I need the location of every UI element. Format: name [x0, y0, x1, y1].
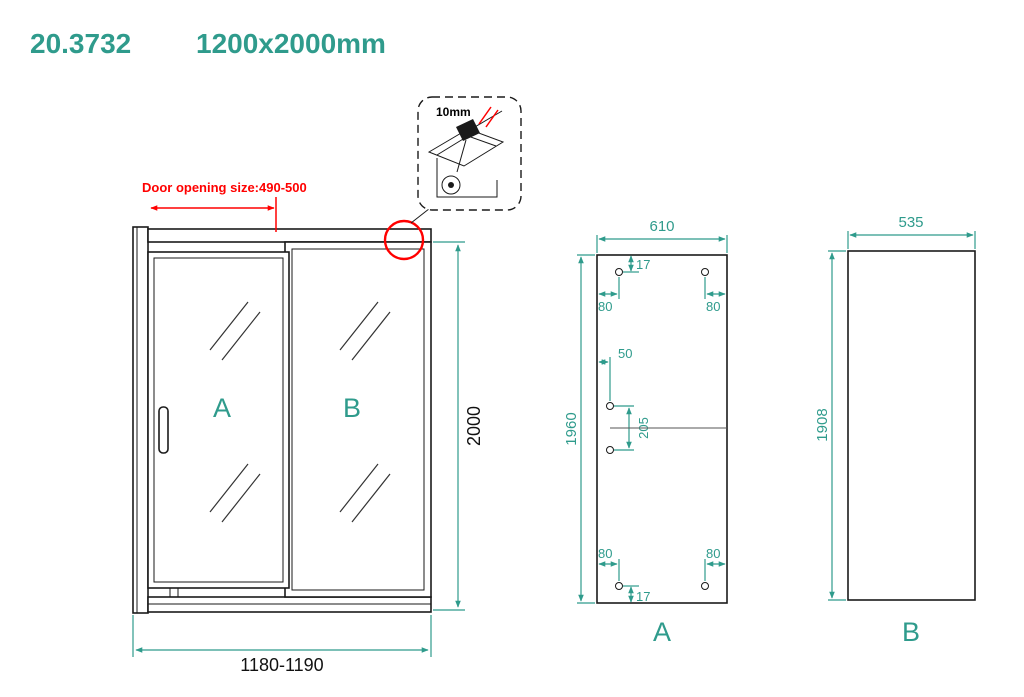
panel-a-view-label: A	[653, 617, 671, 647]
front-height-dimension-group: 2000	[433, 241, 484, 611]
hole-top-right	[701, 268, 709, 276]
panel-a-hole-top-right-inset: 80	[706, 299, 720, 314]
panel-b-view-label: B	[902, 617, 920, 647]
hole-bottom-left	[615, 582, 623, 590]
front-height-dimension: 2000	[464, 406, 484, 446]
panel-a-hole-mid-inset: 50	[618, 346, 632, 361]
front-width-dimension-group: 1180-1190	[132, 615, 432, 675]
overall-size: 1200x2000mm	[196, 28, 386, 59]
door-opening-dimension: Door opening size:490-500	[142, 180, 307, 232]
detail-highlight-circle	[383, 219, 425, 261]
panel-a-hole-top-left-inset: 80	[598, 299, 612, 314]
panel-b-glass	[291, 248, 425, 591]
hole-mid-lower	[606, 446, 614, 454]
panel-a-hole-bottom-left-inset: 80	[598, 546, 612, 561]
glass-hatch-marks	[209, 301, 391, 523]
roller-hanger-line	[456, 139, 467, 173]
front-width-dimension: 1180-1190	[240, 655, 323, 675]
panel-a-outline	[596, 254, 728, 604]
panel-a-view: 610 1960 17 80 80 50	[563, 218, 728, 647]
drill-holes	[606, 268, 709, 590]
glass-section-fill	[456, 119, 480, 141]
front-view: A B Door opening size:490-500 10mm	[132, 96, 522, 675]
hole-mid-upper	[606, 402, 614, 410]
hole-bottom-right	[701, 582, 709, 590]
door-opening-label: Door opening size:490-500	[142, 180, 307, 195]
roller-wheel	[441, 175, 461, 195]
panel-a-frame	[147, 251, 290, 589]
panel-b-height-dimension: 1908	[814, 408, 831, 441]
roller-bracket	[436, 158, 498, 198]
panel-a-hole-bottom-offset: 17	[636, 589, 650, 604]
hole-top-left	[615, 268, 623, 276]
front-panel-a-label: A	[213, 393, 231, 423]
panel-b-width-dimension: 535	[898, 214, 923, 231]
panel-b-outline	[847, 250, 976, 601]
panel-a-hole-bottom-right-inset: 80	[706, 546, 720, 561]
detail-callout-box	[417, 96, 522, 211]
left-wall-profile	[132, 226, 149, 614]
front-panel-b-label: B	[343, 393, 361, 423]
panel-a-hole-top-offset: 17	[636, 257, 650, 272]
panel-a-glass	[153, 257, 284, 583]
sliding-panel-a	[147, 251, 290, 597]
drawing-title: 20.3732 1200x2000mm	[30, 28, 386, 59]
panel-b-view: 535 1908 B	[814, 214, 976, 647]
panel-a-height-dimension: 1960	[563, 412, 580, 445]
glass-thickness-marks	[478, 106, 499, 128]
top-rail-section-detail: 10mm	[417, 96, 522, 211]
door-handle	[158, 406, 169, 454]
panel-a-width-dimension: 610	[649, 218, 674, 235]
rail-profile-outline	[427, 128, 505, 167]
glass-thickness-label: 10mm	[436, 105, 471, 119]
model-number: 20.3732	[30, 28, 131, 59]
